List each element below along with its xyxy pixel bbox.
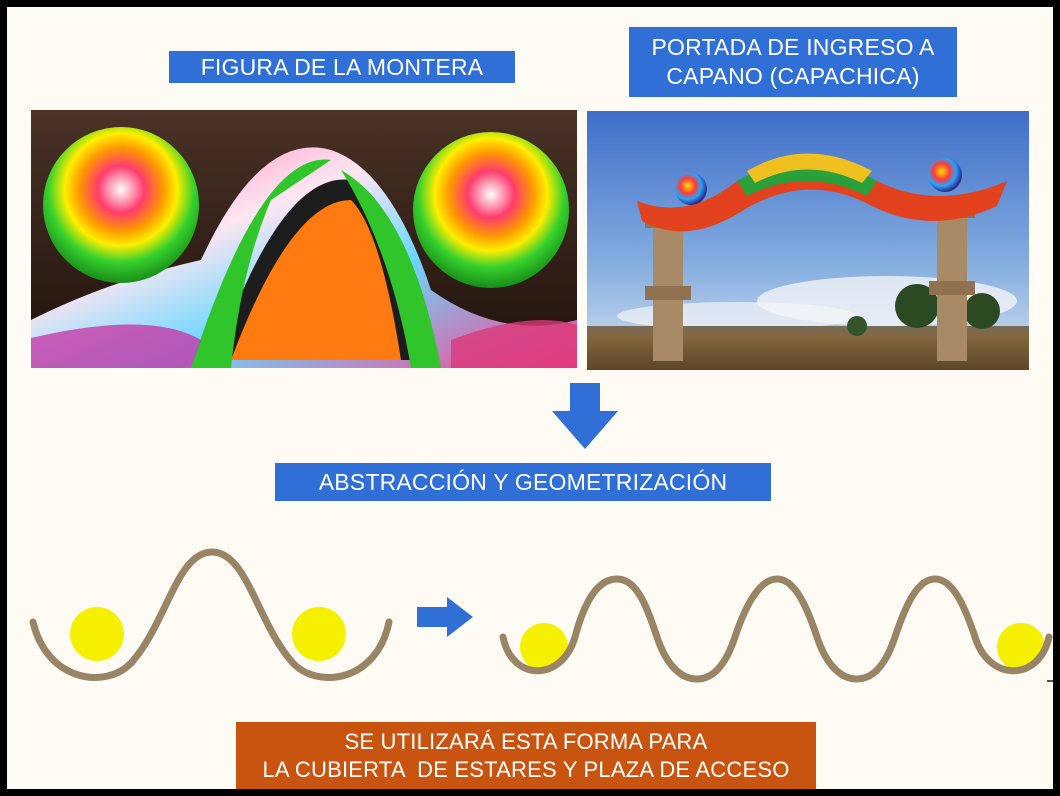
montera-label: FIGURA DE LA MONTERA: [169, 51, 515, 83]
montera-photo: [31, 110, 577, 368]
slide: FIGURA DE LA MONTERA PORTADA DE INGRESO …: [4, 4, 1056, 792]
arrow-right-icon: [417, 597, 473, 637]
montera-abstraction-diagram: [29, 548, 393, 681]
cubierta-wave-diagram: [499, 575, 1053, 683]
abstraccion-label-text: ABSTRACCIÓN Y GEOMETRIZACIÓN: [318, 469, 728, 495]
conclusion-label-line1: SE UTILIZARÁ ESTA FORMA PARA: [344, 729, 708, 754]
arrow-down-icon: [552, 383, 618, 449]
abstraccion-label: ABSTRACCIÓN Y GEOMETRIZACIÓN: [275, 463, 771, 501]
portada-label-line2: CAPANO (CAPACHICA): [666, 63, 920, 89]
portada-photo: [587, 111, 1029, 370]
montera-label-text: FIGURA DE LA MONTERA: [200, 54, 484, 80]
yellow-ball: [70, 607, 124, 661]
conclusion-label: SE UTILIZARÁ ESTA FORMA PARA LA CUBIERTA…: [236, 722, 816, 789]
divider-tick: [1047, 680, 1053, 682]
wave-curve: [29, 548, 393, 681]
portada-label-line1: PORTADA DE INGRESO A: [651, 34, 935, 60]
yellow-ball: [997, 623, 1045, 671]
wave-curve: [499, 575, 1053, 683]
portada-label: PORTADA DE INGRESO A CAPANO (CAPACHICA): [629, 27, 957, 97]
yellow-ball: [292, 607, 346, 661]
conclusion-label-line2: LA CUBIERTA DE ESTARES Y PLAZA DE ACCESO: [262, 757, 790, 782]
yellow-ball: [520, 623, 568, 671]
